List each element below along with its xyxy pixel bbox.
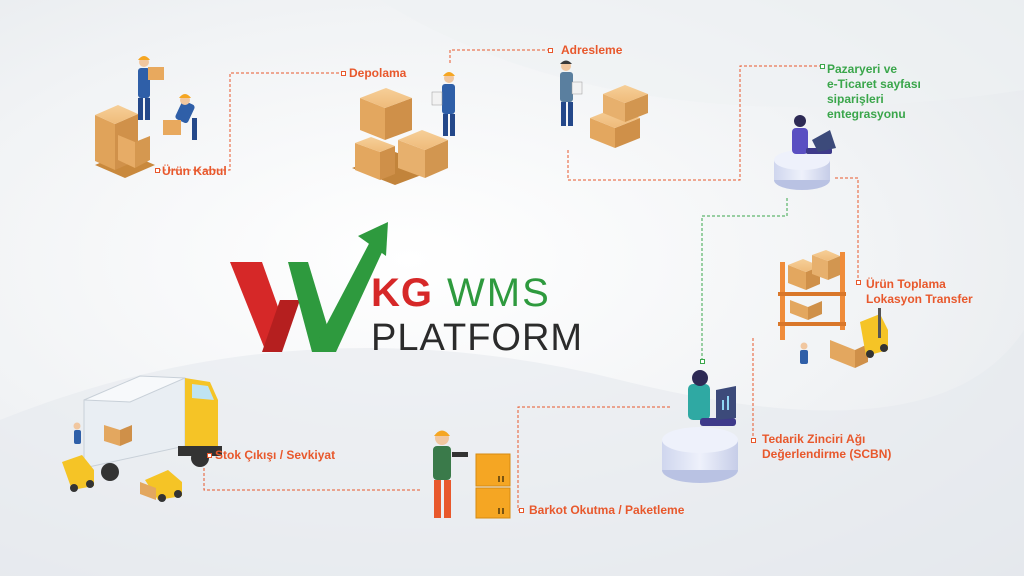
label-line: Değerlendirme (SCBN): [762, 447, 892, 461]
label-urun-kabul: Ürün Kabul: [162, 164, 227, 179]
connector-urun-kabul-depolama: [158, 72, 343, 171]
marker-urun-kabul: [155, 168, 160, 173]
illustration-urun-kabul: [95, 56, 197, 178]
marker-barkot: [519, 508, 524, 513]
label-barkot: Barkot Okutma / Paketleme: [529, 503, 684, 518]
illustration-tedarik: [662, 370, 738, 483]
illustration-stok: [62, 375, 222, 502]
marker-pazaryeri: [820, 64, 825, 69]
arrow-head-icon: [358, 222, 388, 256]
connector-adresleme-pazaryeri: [567, 65, 822, 181]
label-line: e-Ticaret sayfası: [827, 77, 921, 91]
label-adresleme: Adresleme: [561, 43, 622, 58]
label-line: Tedarik Zinciri Ağı: [762, 432, 866, 446]
label-line: Ürün Kabul: [162, 164, 227, 178]
connector-pazaryeri-tedarik: [701, 198, 788, 361]
kg-logo-mark: [230, 222, 388, 352]
marker-tedarik-green: [700, 359, 705, 364]
marker-urun-toplama: [856, 280, 861, 285]
label-line: Barkot Okutma / Paketleme: [529, 503, 685, 517]
label-line: Depolama: [349, 66, 407, 80]
marker-stok: [207, 453, 212, 458]
logo-platform-text: PLATFORM: [371, 317, 584, 359]
label-line: Pazaryeri ve: [827, 62, 898, 76]
label-line: Stok Çıkışı / Sevkiyat: [215, 448, 336, 462]
illustration-depolama: [352, 72, 455, 185]
label-pazaryeri: Pazaryeri ve e-Ticaret sayfası siparişle…: [827, 62, 921, 122]
connector-pazaryeri-toplama: [835, 177, 859, 282]
label-stok: Stok Çıkışı / Sevkiyat: [215, 448, 335, 463]
connector-barkot-stok: [203, 454, 420, 491]
connector-depolama-adresleme: [449, 49, 549, 63]
marker-depolama: [341, 71, 346, 76]
label-line: Ürün Toplama: [866, 277, 946, 291]
label-urun-toplama: Ürün Toplama Lokasyon Transfer: [866, 277, 973, 307]
marker-tedarik: [751, 438, 756, 443]
logo-kg-text: KG: [371, 271, 433, 315]
label-line: entegrasyonu: [827, 107, 906, 121]
label-line: Adresleme: [561, 43, 623, 57]
logo-wms-text: WMS: [447, 271, 551, 315]
illustration-urun-toplama: [778, 250, 888, 368]
label-depolama: Depolama: [349, 66, 406, 81]
illustration-pazaryeri: [774, 115, 836, 190]
label-tedarik: Tedarik Zinciri Ağı Değerlendirme (SCBN): [762, 432, 891, 462]
illustration-adresleme: [560, 60, 648, 148]
label-line: siparişleri: [827, 92, 884, 106]
label-line: Lokasyon Transfer: [866, 292, 973, 306]
marker-adresleme: [548, 48, 553, 53]
illustration-barkot: [433, 430, 511, 519]
